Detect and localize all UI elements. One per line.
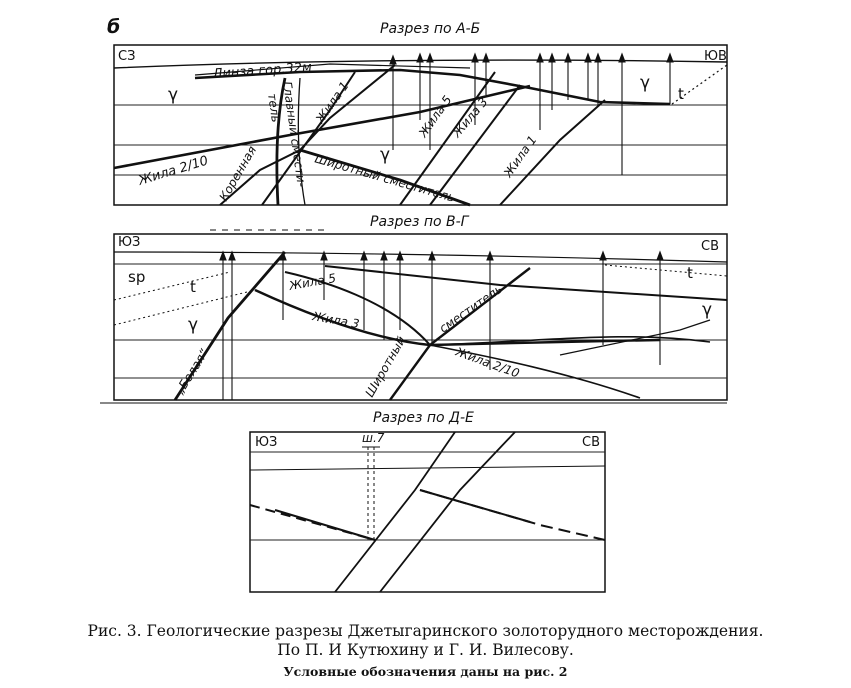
section-ab-lens-label: Линза гор.32м [211,60,312,82]
section-de: Разрез по Д-Е ЮЗ СВ ш.7 [249,410,606,593]
section-de-levels [250,451,605,541]
figure-caption-line-2: По П. И Кутюхину и Г. И. Вилесову. [277,641,574,659]
section-ab-main-fault [275,77,287,206]
section-ab-vein-3 [429,84,521,206]
section-ab-right-label: ЮВ [704,49,727,64]
section-ab-main-fault-label-1: Главный смести- [280,80,309,187]
section-vg-gamma-left: γ [188,315,198,335]
section-ab-vein-2-10-label: Жила 2/10 [136,153,210,189]
section-vg-fault-label: сместитель [437,282,505,336]
section-vg-left-label: ЮЗ [118,235,140,250]
section-ab-bedrock-label: Коренная [216,144,259,204]
section-de-fault-1 [334,431,456,593]
section-ab-vein-1-lower-label: Жила 1 [500,133,539,181]
section-vg-fault [389,267,531,401]
figure-caption-line-3: Условные обозначения даны на рис. 2 [283,664,568,679]
section-de-vein-left-solid [274,509,376,541]
section-vg: Разрез по В-Г [100,214,728,404]
section-ab-vein-1 [261,71,356,206]
section-vg-t-right: t [687,264,693,282]
section-ab-gamma-left: γ [168,85,178,105]
section-ab-lens [194,68,671,106]
section-de-title: Разрез по Д-Е [373,410,474,426]
section-ab-main-fault-2 [297,77,306,206]
geological-sections-figure: б Разрез по А-Б [100,16,728,593]
section-vg-vein-5 [284,271,431,346]
section-ab-surface [113,59,728,69]
section-de-frame [249,431,606,593]
figure-letter: б [107,16,120,38]
section-ab-dotted-contact [671,64,728,105]
section-ab-vein-5-label: Жила 5 [415,93,454,141]
section-ab: Разрез по А-Б [113,21,728,207]
section-de-vein-right-solid [419,489,531,523]
section-vg-gamma-right: γ [702,300,712,320]
section-vg-boreholes [219,250,664,400]
section-vg-white-label: „Белая“ [173,346,212,397]
section-ab-main-fault-label-2: тель [265,92,283,123]
section-de-left-label: ЮЗ [255,435,277,450]
section-vg-gamma-contact [429,336,711,346]
section-vg-sp: sp [128,268,145,286]
section-ab-vein-1-label: Жила 1 [312,79,351,127]
section-vg-t-left: t [190,278,196,296]
section-de-fault-2 [379,431,516,593]
section-ab-boreholes [389,52,674,175]
section-ab-title: Разрез по А-Б [380,21,480,37]
section-ab-latitudinal-fault [299,148,471,207]
section-ab-left-label: СЗ [118,49,135,64]
section-ab-lens-upper [194,63,471,76]
section-vg-vein-3-label: Жила 3 [310,309,360,331]
section-vg-white-fault [173,251,287,401]
section-vg-right-label: СВ [701,239,719,254]
section-ab-gamma-right: γ [640,73,650,93]
section-vg-dotted-3 [604,264,728,277]
section-ab-gamma-mid: γ [380,145,390,165]
section-de-shaft [367,447,375,540]
section-ab-vein-1-lower [499,99,606,206]
figure-caption-line-1: Рис. 3. Геологические разрезы Джетыгарин… [87,622,764,640]
section-vg-title: Разрез по В-Г [370,214,470,230]
section-vg-latitudinal-label: Широтный [362,334,408,400]
section-ab-vein-5 [399,71,496,206]
section-de-surface [249,465,606,471]
section-vg-surface [113,251,728,263]
section-de-right-label: СВ [582,435,600,450]
section-ab-t: t [678,85,684,103]
section-vg-lower-curve [559,319,711,356]
section-ab-frame [113,44,728,206]
section-vg-vein-2-10 [429,344,641,399]
section-vg-frame [113,233,728,401]
section-de-shaft-label: ш.7 [362,431,385,445]
section-de-vein-left [249,504,376,541]
section-vg-upper-vein [324,265,728,301]
